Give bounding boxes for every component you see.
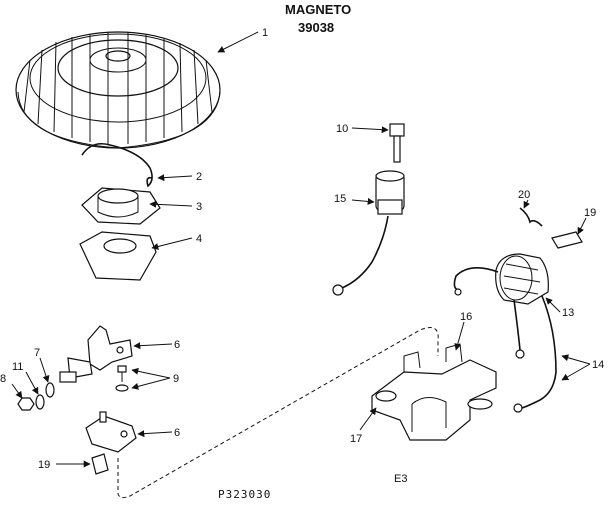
mounting-bracket	[85, 411, 137, 453]
screw-and-washer	[115, 365, 129, 392]
callout-15: 15	[334, 193, 346, 205]
callout-4: 4	[196, 233, 202, 245]
seal	[81, 187, 161, 225]
spring-clip	[81, 142, 153, 188]
callout-19: 19	[584, 207, 596, 219]
breaker-arm	[67, 325, 133, 379]
clip-19	[551, 231, 583, 249]
callout-17: 16	[460, 311, 472, 323]
callout-1: 1	[262, 27, 268, 39]
callout-14: 14	[592, 359, 604, 371]
callout-11: 11	[12, 361, 23, 373]
ignition-coil	[453, 253, 557, 413]
callout-16: 17	[350, 433, 362, 445]
diagram-title: MAGNETO	[285, 2, 351, 17]
assembly-path	[117, 327, 439, 499]
callout-8: 8	[0, 373, 6, 385]
washer-11	[35, 394, 45, 410]
terminal-nut-8	[17, 397, 35, 411]
section-code: E3	[394, 473, 407, 485]
condenser	[332, 170, 405, 296]
callout-18: 19	[38, 459, 50, 471]
felt-block	[91, 453, 109, 475]
callout-20: 20	[518, 189, 530, 201]
insulator-7	[45, 371, 77, 398]
callout-3: 3	[196, 201, 202, 213]
callout-6-lower: 6	[174, 427, 180, 439]
ground-spring	[519, 207, 543, 227]
part-number: 39038	[298, 20, 334, 35]
figure-code: P323030	[218, 488, 271, 501]
callout-6-upper: 6	[174, 339, 180, 351]
callout-10: 10	[336, 123, 348, 135]
callout-9: 9	[173, 373, 179, 385]
callout-13: 13	[562, 307, 574, 319]
callout-7: 7	[34, 347, 40, 359]
flywheel	[15, 31, 221, 149]
mounting-screw	[389, 123, 405, 163]
armature-bracket	[371, 343, 497, 441]
gasket	[79, 231, 157, 281]
callout-2: 2	[196, 171, 202, 183]
